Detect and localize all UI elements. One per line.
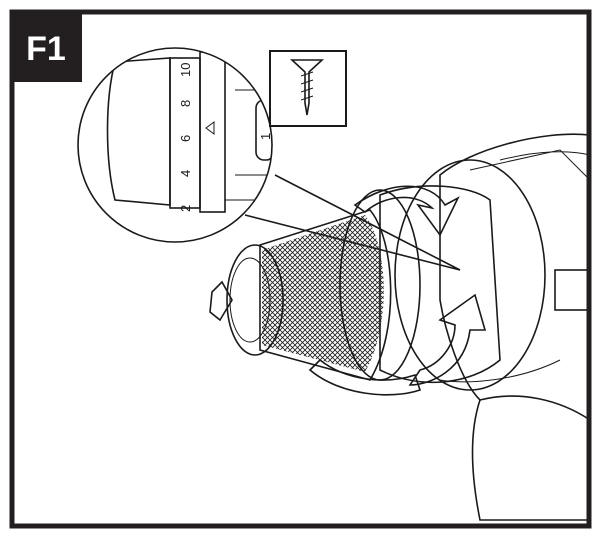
arrow-forward-icon	[353, 185, 460, 237]
dial-number-2: 2	[178, 205, 193, 212]
screw-icon	[269, 50, 347, 127]
rotation-arrows	[308, 185, 487, 396]
arrow-reverse-icon	[308, 358, 422, 396]
figure-label-box	[10, 10, 82, 82]
arrow-up-icon	[408, 293, 487, 386]
figure-frame	[9, 9, 592, 529]
callout-lines	[244, 174, 461, 271]
dial-number-10: 10	[178, 63, 193, 77]
dial-scale: 2 4 6 8 10 1	[178, 63, 273, 212]
drill-body	[439, 133, 591, 521]
chuck-sleeve	[209, 209, 392, 381]
dial-number-6: 6	[178, 135, 193, 142]
figure-label: F1	[26, 30, 66, 68]
dial-number-4: 4	[178, 170, 193, 177]
mode-number-1: 1	[258, 133, 273, 140]
dial-number-8: 8	[178, 100, 193, 107]
inset-detail	[77, 47, 273, 243]
